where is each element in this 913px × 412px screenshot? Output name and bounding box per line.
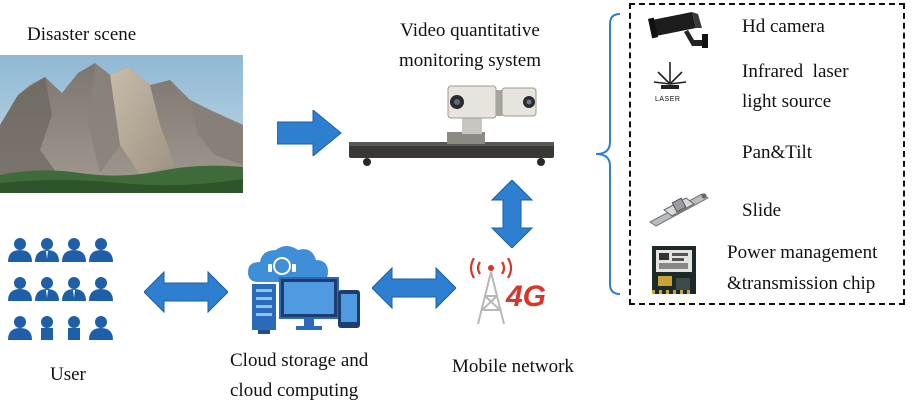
laser-icon-caption: LASER bbox=[655, 96, 681, 103]
arrow-system-mobile bbox=[490, 180, 534, 248]
chip-label-line1: Power management bbox=[727, 242, 878, 263]
cloud-computing-icon bbox=[238, 240, 368, 338]
mobile-network-label: Mobile network bbox=[452, 356, 574, 377]
video-monitoring-device bbox=[345, 82, 560, 172]
cloud-label-line2: cloud computing bbox=[230, 380, 359, 401]
arrow-scene-to-system bbox=[277, 110, 343, 156]
hd-camera-icon bbox=[648, 10, 710, 50]
arrow-cloud-mobile bbox=[372, 266, 456, 310]
video-system-title-line2: monitoring system bbox=[399, 50, 541, 71]
laser-label-line1: Infrared laser bbox=[742, 61, 849, 82]
user-label: User bbox=[50, 364, 86, 385]
hd-camera-label: Hd camera bbox=[742, 16, 825, 37]
mobile-tower-icon bbox=[466, 258, 528, 328]
laser-label-line2: light source bbox=[742, 91, 832, 112]
disaster-scene-label: Disaster scene bbox=[27, 24, 137, 45]
chip-label-line2: &transmission chip bbox=[727, 273, 876, 294]
components-box bbox=[629, 3, 905, 305]
slide-icon bbox=[648, 188, 712, 230]
cloud-label-line1: Cloud storage and bbox=[230, 350, 369, 371]
laser-icon bbox=[648, 58, 692, 110]
pan-tilt-icon bbox=[652, 138, 692, 168]
slide-label: Slide bbox=[742, 200, 782, 221]
disaster-scene-image bbox=[0, 55, 243, 193]
pan-tilt-label: Pan&Tilt bbox=[742, 142, 813, 163]
chip-icon bbox=[650, 244, 698, 296]
user-group-icon bbox=[6, 232, 116, 344]
arrow-user-cloud bbox=[144, 270, 228, 314]
component-bracket bbox=[590, 12, 624, 296]
network-4g-badge: 4G bbox=[506, 280, 547, 313]
video-system-title-line1: Video quantitative bbox=[400, 20, 540, 41]
